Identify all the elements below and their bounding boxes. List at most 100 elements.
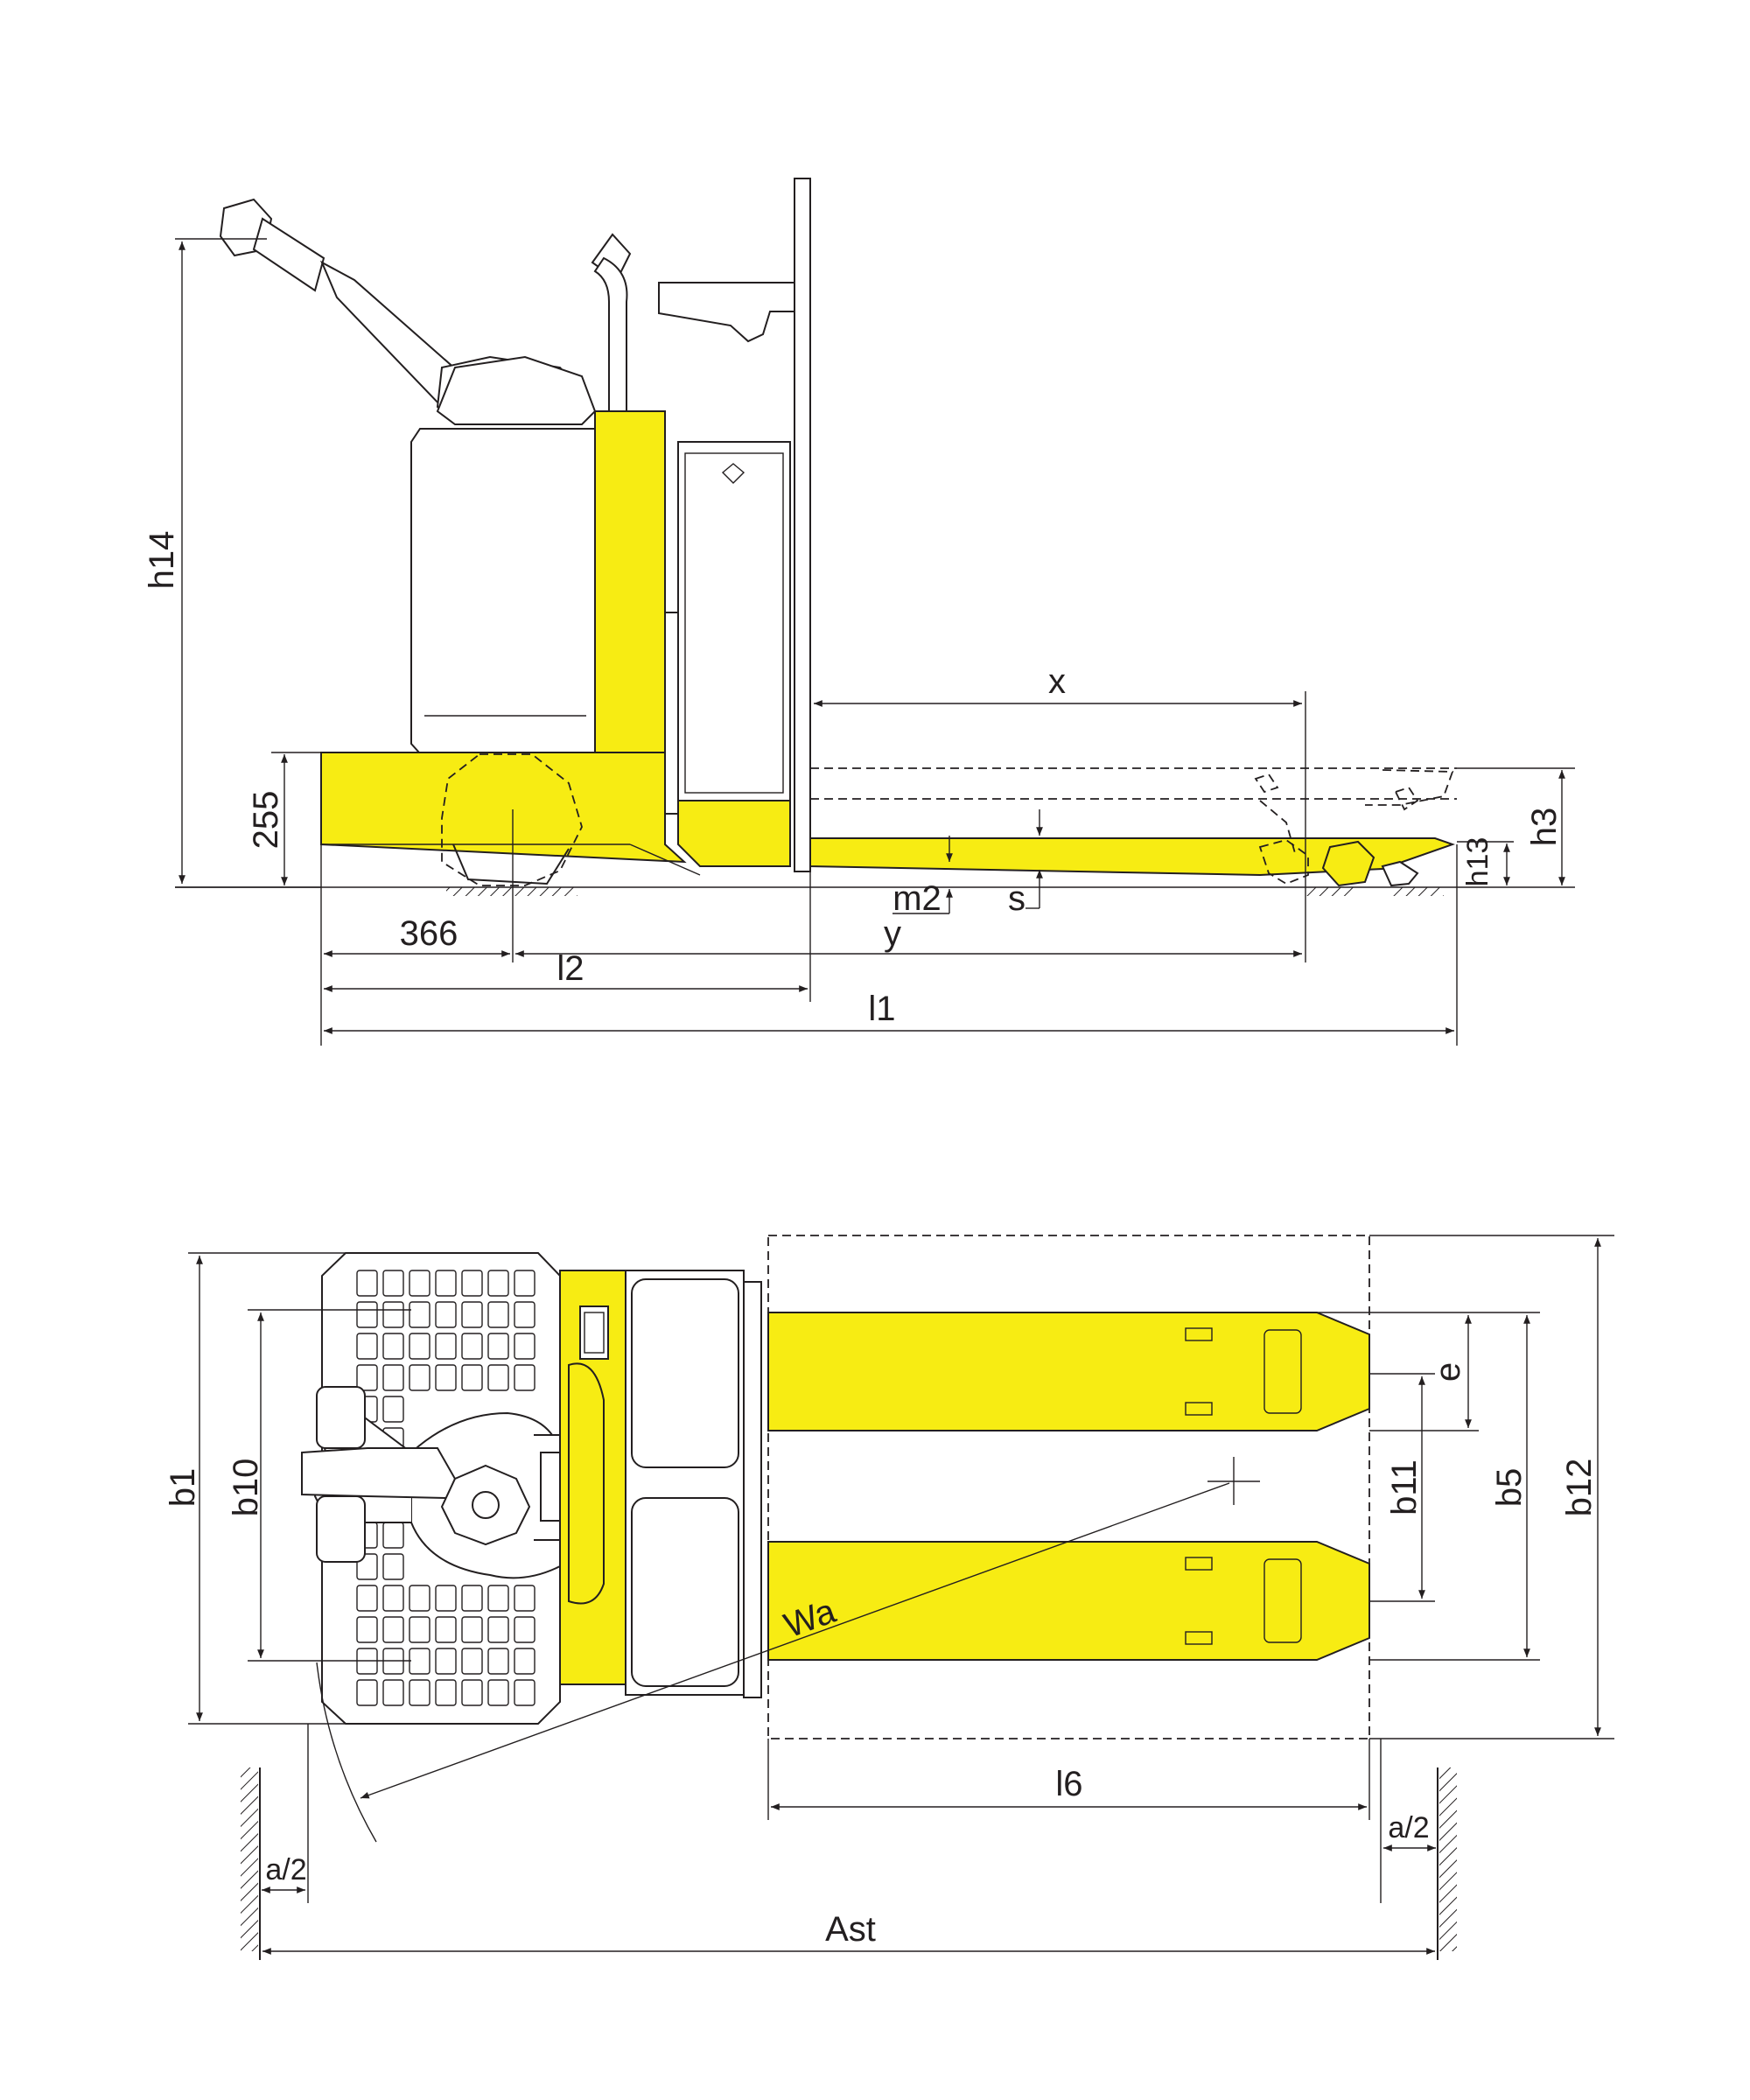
- platform-grid-cell: [356, 1270, 378, 1297]
- dim-x: x: [814, 662, 1306, 962]
- platform-grid-cell: [514, 1364, 536, 1391]
- label-ast: Ast: [825, 1910, 876, 1949]
- platform-grid-cell: [356, 1364, 378, 1391]
- dim-366-y: 366 y: [320, 844, 1302, 1046]
- platform-grid-cell: [461, 1679, 483, 1706]
- dim-b10: b10: [227, 1309, 411, 1662]
- steering-assembly: [301, 1386, 590, 1588]
- platform-grid-cell: [382, 1333, 404, 1360]
- platform-grid-cell: [356, 1679, 378, 1706]
- side-view: h14 255 x h3 h13: [143, 178, 1575, 1046]
- platform-grid-cell: [514, 1585, 536, 1612]
- platform-grid-cell: [487, 1301, 509, 1328]
- platform-grid-cell: [514, 1648, 536, 1675]
- platform-grid-cell: [487, 1585, 509, 1612]
- platform-grid-cell: [382, 1616, 404, 1643]
- label-h14: h14: [143, 531, 181, 590]
- label-e: e: [1429, 1362, 1467, 1382]
- label-255: 255: [247, 791, 285, 850]
- battery-indicator-icon: [721, 463, 746, 484]
- platform-grid-cell: [435, 1648, 457, 1675]
- label-h13: h13: [1461, 837, 1494, 887]
- label-l1: l1: [868, 990, 895, 1028]
- pallet-outline: [767, 1235, 1370, 1740]
- label-b12: b12: [1560, 1459, 1599, 1517]
- label-b10: b10: [227, 1459, 265, 1517]
- platform-grid-cell: [514, 1333, 536, 1360]
- load-backrest-shelf: [658, 282, 795, 343]
- platform-grid-cell: [435, 1301, 457, 1328]
- platform-grid-cell: [382, 1585, 404, 1612]
- platform-grid-cell: [461, 1364, 483, 1391]
- platform-grid-cell: [514, 1616, 536, 1643]
- platform-grid-cell: [514, 1270, 536, 1297]
- platform-grid-cell: [461, 1301, 483, 1328]
- platform-grid-cell: [514, 1301, 536, 1328]
- platform-grid-cell: [409, 1679, 430, 1706]
- battery-cell-top: [631, 1278, 739, 1468]
- label-a2-right: a/2: [1388, 1811, 1429, 1844]
- platform-grid-cell: [409, 1301, 430, 1328]
- battery-compartment: [410, 428, 596, 762]
- platform-grid-cell: [461, 1616, 483, 1643]
- platform-grid-cell: [409, 1270, 430, 1297]
- platform-grid-cell: [409, 1333, 430, 1360]
- platform-grid-cell: [461, 1648, 483, 1675]
- platform-grid-cell: [514, 1679, 536, 1706]
- platform-grid-cell: [487, 1616, 509, 1643]
- dim-b11: b11: [1369, 1373, 1435, 1602]
- control-head: [436, 355, 597, 425]
- label-b5: b5: [1490, 1468, 1529, 1508]
- caster-hub: [440, 1464, 531, 1546]
- platform-grid-cell: [487, 1648, 509, 1675]
- dim-h13: h13: [1457, 837, 1514, 887]
- battery-box: [677, 441, 791, 802]
- platform-grid-cell: [382, 1679, 404, 1706]
- fork-root: [677, 800, 791, 867]
- dim-l2: l2: [324, 949, 808, 992]
- platform-grid-cell: [435, 1333, 457, 1360]
- dim-ast: Ast: [262, 1910, 1435, 1955]
- dim-s: s: [1008, 809, 1043, 918]
- dim-h14: h14: [143, 238, 321, 888]
- battery-box-inner: [684, 452, 784, 794]
- platform-grid-cell: [435, 1616, 457, 1643]
- label-m2: m2: [892, 879, 942, 918]
- platform-grid-cell: [461, 1333, 483, 1360]
- label-y: y: [884, 914, 901, 953]
- platform-grid-cell: [435, 1364, 457, 1391]
- battery-cell-bottom: [631, 1497, 739, 1687]
- label-366: 366: [400, 914, 458, 953]
- platform-grid-cell: [356, 1333, 378, 1360]
- label-a2-left: a/2: [265, 1853, 306, 1886]
- fork-lowered: [809, 837, 1456, 877]
- dim-a2-right: a/2: [1380, 1739, 1436, 1903]
- label-l2: l2: [556, 949, 584, 988]
- drive-wheel: [441, 753, 583, 886]
- platform-grid-cell: [382, 1364, 404, 1391]
- platform-grid-cell: [356, 1553, 378, 1580]
- platform-grid-cell: [382, 1301, 404, 1328]
- dim-b12: b12: [1369, 1235, 1614, 1740]
- drive-unit-base: [320, 752, 687, 864]
- dim-l1: l1: [324, 844, 1458, 1046]
- label-b1: b1: [164, 1468, 202, 1508]
- platform-grid-cell: [356, 1616, 378, 1643]
- dim-a2-left: a/2: [262, 1724, 309, 1903]
- platform-grid-cell: [435, 1585, 457, 1612]
- dim-m2: m2: [892, 836, 953, 918]
- fork-right: [767, 1541, 1370, 1661]
- platform-grid-cell: [409, 1364, 430, 1391]
- label-b11: b11: [1385, 1460, 1424, 1516]
- platform-grid-cell: [487, 1333, 509, 1360]
- platform-grid-cell: [409, 1616, 430, 1643]
- aisle-walls: [241, 1768, 1457, 1960]
- dim-l6: l6: [767, 1739, 1370, 1820]
- platform-grid-cell: [382, 1553, 404, 1580]
- platform-grid-cell: [461, 1270, 483, 1297]
- label-x: x: [1048, 662, 1066, 701]
- load-roller: [1321, 840, 1376, 887]
- dim-b1: b1: [164, 1252, 346, 1725]
- dim-h3: h3: [1457, 767, 1575, 888]
- platform-grid-cell: [487, 1270, 509, 1297]
